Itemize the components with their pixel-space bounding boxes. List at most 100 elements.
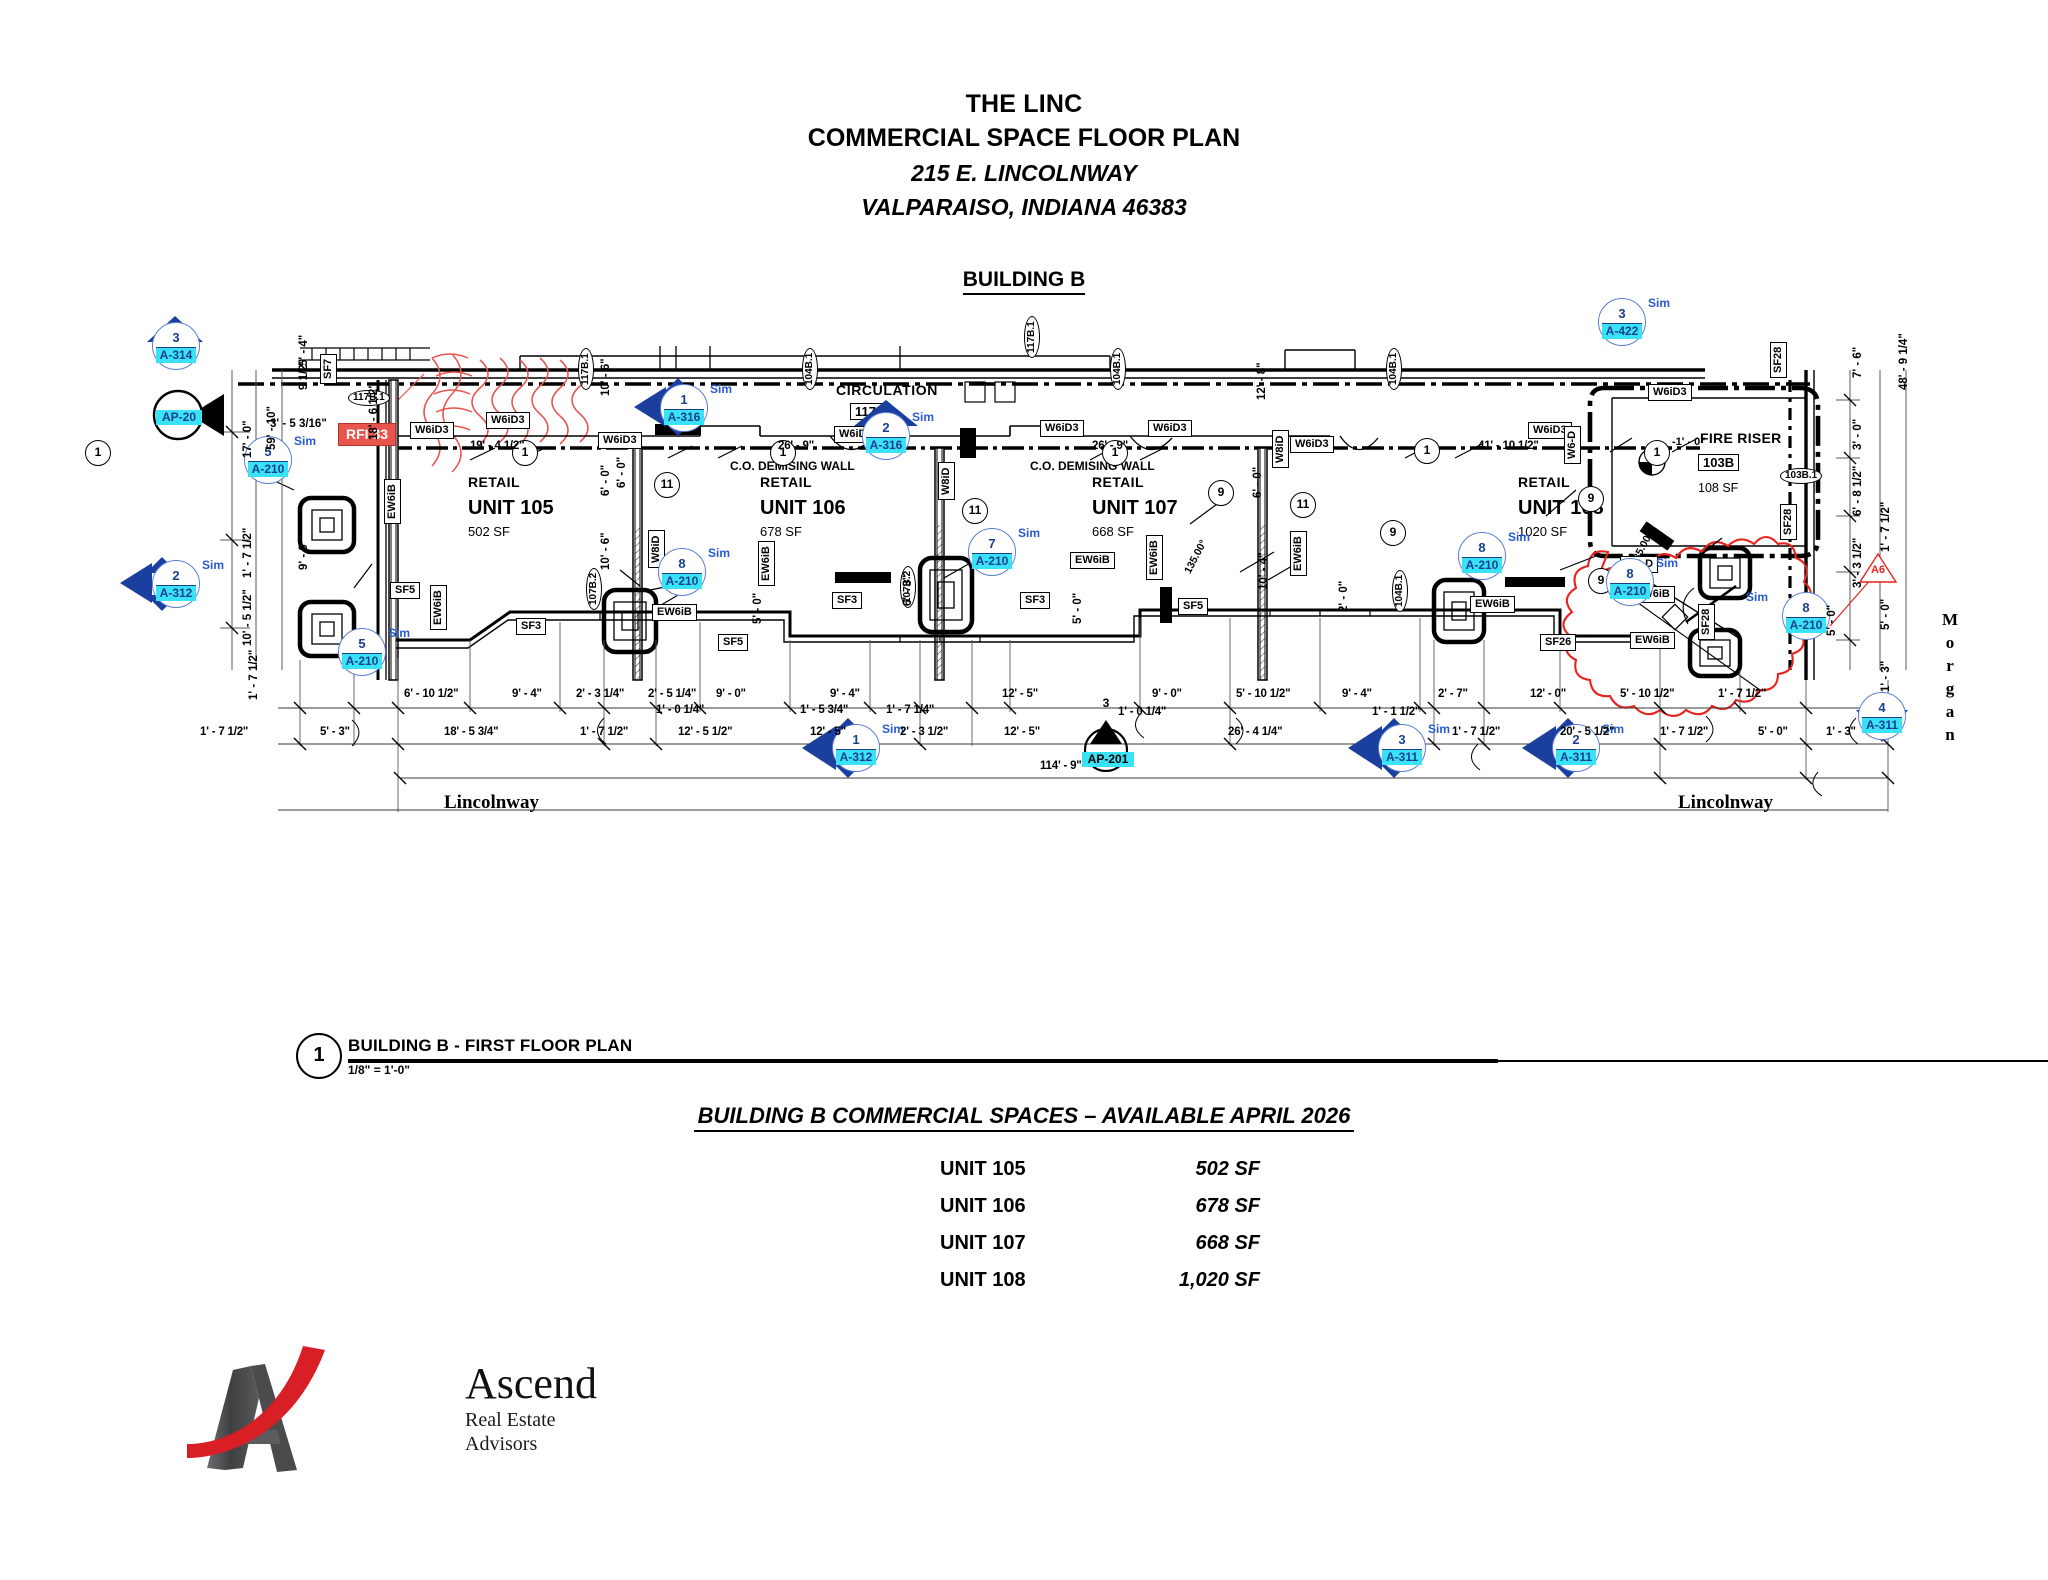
bottom-dim: 12' - 5" — [1004, 726, 1040, 738]
room-number-tag: 117B.1 — [348, 390, 390, 406]
callout-sheet: AP-20 — [156, 410, 202, 425]
table-row: UNIT 108 1,020 SF — [940, 1269, 1260, 1306]
vertical-dim: 17' - 0" — [242, 420, 254, 458]
callout-sheet: A-210 — [662, 573, 702, 589]
logo-wordmark: Ascend Real Estate Advisors — [465, 1360, 597, 1456]
detail-callout[interactable]: 7 A-210 Sim — [968, 526, 1040, 578]
project-address: 215 E. LINCOLNWAY — [911, 160, 1137, 186]
wall-tag: EW6iB — [652, 604, 697, 621]
callout-sim: Sim — [1648, 296, 1671, 310]
callout-sheet: A-311 — [1382, 749, 1422, 765]
title-rule-thin — [1498, 1060, 2048, 1062]
detail-callout[interactable]: 2 A-312 Sim — [120, 557, 224, 611]
callout-sim: Sim — [202, 558, 225, 572]
vertical-dim: 10' - 6" — [600, 358, 612, 396]
bottom-dim: 2' - 7" — [1438, 688, 1468, 700]
vertical-dim: 3' - 0" — [1852, 418, 1864, 450]
building-label-text: BUILDING B — [962, 268, 1086, 295]
detail-callout[interactable]: 3 AP-201 — [1082, 696, 1134, 780]
detail-callout[interactable]: 3 A-311 Sim — [1348, 718, 1450, 778]
detail-callout[interactable]: 3 A-314 — [147, 316, 203, 372]
vertical-dim: 5' - 0" — [1072, 592, 1084, 624]
vertical-dim: 1' - 7 1/2" — [1880, 501, 1892, 552]
wall-tag: SF3 — [516, 618, 547, 635]
vertical-dim: 5' - 4" — [298, 334, 310, 366]
vertical-dim: 6' - 3" — [902, 574, 914, 606]
room-unit-107: UNIT 107 — [1092, 497, 1178, 519]
revision-delta-a6: A6 — [1858, 552, 1898, 584]
detail-callout[interactable]: 8 A-210 Sim — [1746, 590, 1832, 642]
room-name-circulation: CIRCULATION — [836, 382, 938, 398]
bottom-dim: 1' - 7 1/2" — [1452, 726, 1501, 738]
detail-callout[interactable]: 8 A-210 Sim — [1458, 530, 1530, 582]
keynote-bubble: 11 — [1290, 492, 1316, 518]
room-unit-106: UNIT 106 — [760, 497, 846, 519]
callout-sim: Sim — [1746, 590, 1769, 604]
bottom-dim: 5' - 10 1/2" — [1236, 688, 1291, 700]
detail-callout[interactable]: 4 A-311 — [1856, 692, 1908, 742]
bottom-dim: 2' - 3 1/4" — [576, 688, 625, 700]
building-label: BUILDING B — [0, 268, 2048, 295]
room-name-fire-riser: FIRE RISER — [1700, 430, 1782, 446]
rfi-badge[interactable]: RFI 33 — [338, 423, 397, 446]
wall-tag: SF26 — [1540, 634, 1577, 651]
bottom-dim: 1' - 7 1/2" — [580, 726, 629, 738]
room-unit-105: UNIT 105 — [468, 497, 554, 519]
bottom-dim: 5' - 10 1/2" — [1620, 688, 1675, 700]
detail-callout[interactable]: 5 A-210 Sim — [338, 626, 410, 678]
availability-area: 502 SF — [1195, 1158, 1260, 1180]
callout-number: 4 — [1878, 700, 1886, 715]
room-type-106: RETAIL — [760, 474, 812, 490]
wall-tag: W8iD — [938, 462, 955, 500]
bottom-dim: 1' - 5 3/4" — [800, 704, 849, 716]
detail-callout[interactable]: 2 A-316 Sim — [854, 400, 934, 462]
room-width-dim: 41' - 10 1/2" — [1478, 440, 1539, 452]
room-width-dim: 26' - 9" — [1092, 440, 1128, 452]
availability-area: 1,020 SF — [1178, 1269, 1260, 1291]
detail-callout[interactable]: 5 A-210 Sim — [244, 434, 316, 486]
detail-callout[interactable]: 3 A-422 Sim — [1598, 296, 1670, 348]
detail-callout[interactable]: 1 A-312 Sim — [802, 718, 904, 778]
vertical-dim: 5' - 0" — [1880, 598, 1892, 630]
wall-tag: W6iD3 — [410, 422, 454, 439]
bottom-dim: 1' - 7 1/2" — [1718, 688, 1767, 700]
callout-sheet: A-316 — [664, 409, 704, 425]
vertical-dim: 6' - 0" — [616, 456, 628, 488]
title-rule — [348, 1059, 1498, 1063]
detail-callout[interactable]: 8 A-210 Sim — [658, 546, 730, 598]
detail-callout[interactable]: 2 A-311 Sim — [1522, 718, 1624, 778]
callout-number: 3 — [1102, 696, 1110, 710]
callout-sheet: AP-201 — [1082, 752, 1134, 767]
keynote-bubble: 1 — [1414, 438, 1440, 464]
availability-area: 668 SF — [1195, 1232, 1260, 1254]
revision-delta-label: A6 — [1870, 564, 1886, 576]
callout-sim: Sim — [708, 546, 731, 560]
callout-sheet: A-210 — [1462, 557, 1502, 573]
bottom-dim: 5' - 3" — [320, 726, 350, 738]
callout-sheet: A-312 — [836, 749, 876, 765]
bottom-dim: 9' - 4" — [1342, 688, 1372, 700]
company-logo: Ascend Real Estate Advisors — [185, 1340, 597, 1480]
bottom-dim: 1' - 0 1/4" — [656, 704, 705, 716]
logo-company-name: Ascend — [465, 1359, 597, 1408]
callout-sim: Sim — [912, 410, 935, 424]
callout-number: 8 — [1478, 540, 1486, 555]
wall-tag: W6-D — [1564, 425, 1581, 464]
callout-sim: Sim — [1508, 530, 1531, 544]
detail-callout[interactable]: AP-20 — [152, 389, 224, 442]
keynote-bubble: 9 — [1208, 480, 1234, 506]
wall-tag: SF28 — [1698, 603, 1715, 640]
callout-number: 8 — [1626, 566, 1634, 581]
room-number-tag: 104B.1 — [1386, 347, 1402, 390]
vertical-dim: 7' - 6" — [1852, 346, 1864, 378]
bottom-dim: 2' - 5 1/4" — [648, 688, 697, 700]
callout-number: 8 — [678, 556, 686, 571]
detail-number-bubble: 1 — [296, 1033, 342, 1079]
callout-number: 2 — [882, 420, 890, 435]
demising-wall-note-right: C.O. DEMISING WALL — [1030, 459, 1155, 473]
wall-tag: SF5 — [390, 582, 421, 599]
vertical-dim: 10' - 6" — [600, 532, 612, 570]
detail-callout[interactable]: 1 A-316 Sim — [634, 378, 732, 436]
detail-callout[interactable]: 8 A-210 Sim — [1606, 556, 1678, 608]
wall-tag: EW6iB — [1470, 596, 1515, 613]
